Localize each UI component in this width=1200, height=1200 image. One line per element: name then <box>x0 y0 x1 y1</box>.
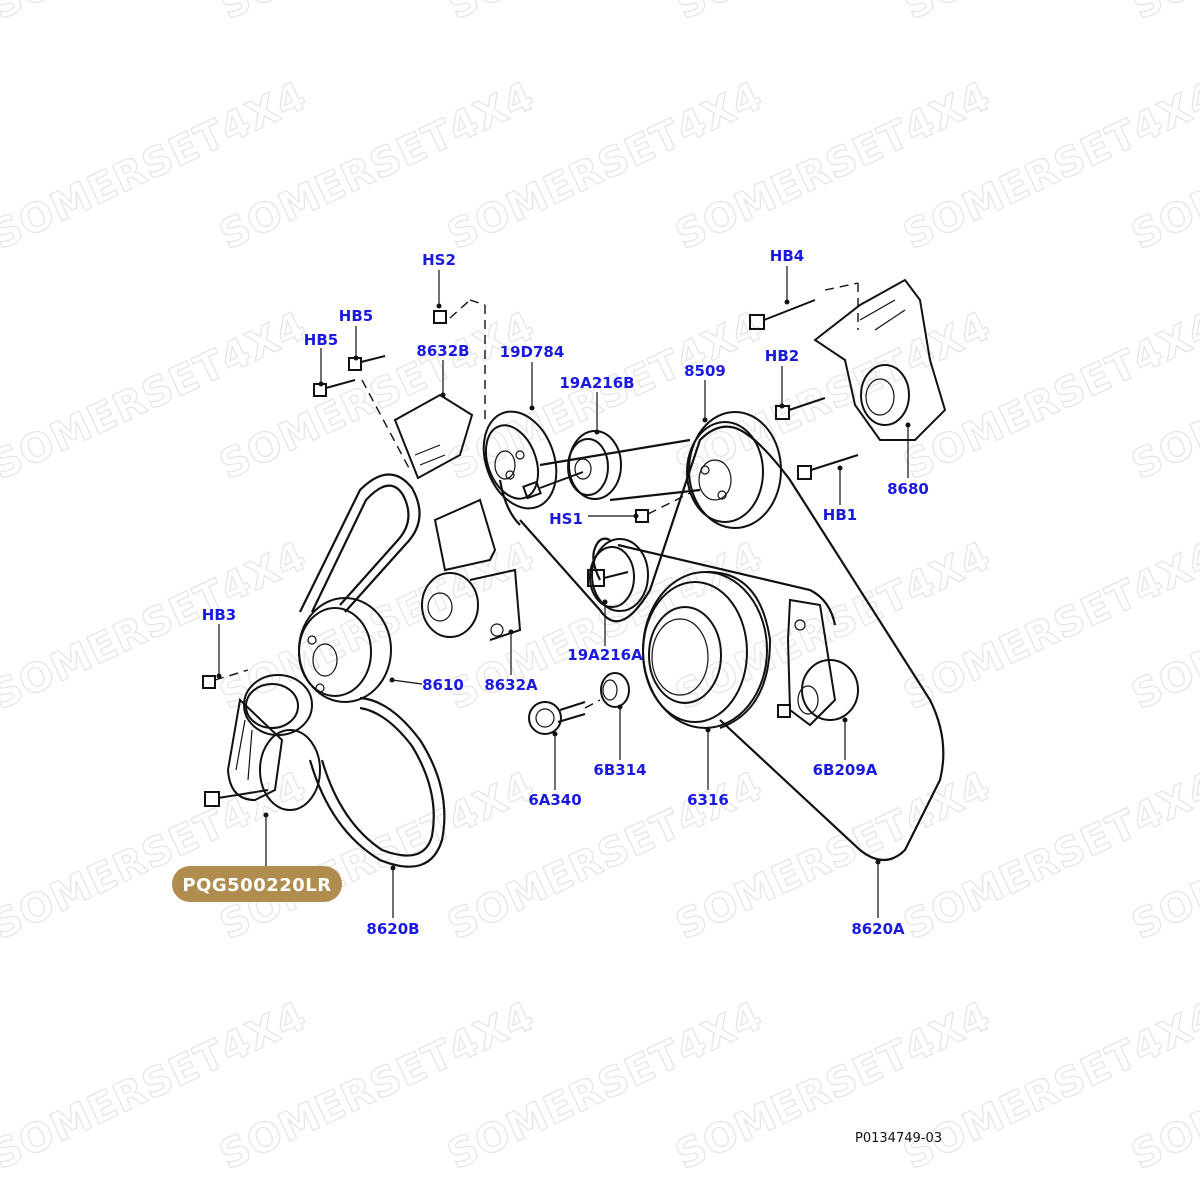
callout-19A216B[interactable]: 19A216B <box>559 374 634 392</box>
belt-8620A-top-run <box>539 438 691 467</box>
idler-19A216A <box>587 538 649 612</box>
callout-HS1[interactable]: HS1 <box>549 510 583 528</box>
callout-8620A[interactable]: 8620A <box>851 920 905 938</box>
callout-HB3[interactable]: HB3 <box>202 606 236 624</box>
callout-8610[interactable]: 8610 <box>422 676 464 694</box>
watermark-text: SOMERSET4X4 <box>1125 0 1200 29</box>
pulley-8610 <box>298 597 392 703</box>
leader-lines <box>216 266 911 918</box>
belt-8620B-inner <box>311 484 410 613</box>
crank-pulley-6316 <box>642 570 772 729</box>
bolt-HB1 <box>797 454 859 480</box>
bolt-HB4 <box>749 299 816 330</box>
belt-8620A <box>519 425 945 862</box>
callout-HB1[interactable]: HB1 <box>823 506 857 524</box>
callout-8509[interactable]: 8509 <box>684 362 726 380</box>
pulley-8509 <box>686 411 782 529</box>
callout-8620B[interactable]: 8620B <box>366 920 419 938</box>
callout-HB2[interactable]: HB2 <box>765 347 799 365</box>
component-6B209A <box>777 598 859 727</box>
callout-6A340[interactable]: 6A340 <box>528 791 581 809</box>
callout-HB5-lower[interactable]: HB5 <box>304 331 338 349</box>
tensioner-PQG500220LR <box>204 674 321 811</box>
badge-background <box>172 866 342 902</box>
part-number-badge[interactable]: PQG500220LR <box>172 866 342 902</box>
belt-8620A-loop <box>498 479 521 526</box>
belt-8620B-lower <box>308 696 446 868</box>
callout-labels: HS2 HB5 HB5 8632B 19D784 19A216B 8509 HB… <box>202 247 929 938</box>
bolt-6A340 <box>528 701 586 735</box>
callout-8632A[interactable]: 8632A <box>484 676 538 694</box>
callout-8632B[interactable]: 8632B <box>416 342 469 360</box>
bolt-HS2 <box>433 310 447 324</box>
spacer-6B314 <box>600 672 630 708</box>
figure-reference: P0134749-03 <box>855 1131 942 1146</box>
pump-8632A <box>421 498 522 641</box>
bracket-8632B <box>393 393 474 480</box>
belt-8620A-upper <box>617 543 837 626</box>
bolt-HB3 <box>202 675 216 689</box>
pulley-19D784 <box>482 410 558 510</box>
belt-8620A-top-run-2 <box>609 488 701 502</box>
belt-8620A-idler-wrap <box>592 537 611 581</box>
callout-19D784[interactable]: 19D784 <box>500 343 565 361</box>
callout-6316[interactable]: 6316 <box>687 791 729 809</box>
callout-HS2[interactable]: HS2 <box>422 251 456 269</box>
badge-part-number[interactable]: PQG500220LR <box>182 875 331 896</box>
callout-HB4[interactable]: HB4 <box>770 247 804 265</box>
bracket-8680 <box>813 278 947 441</box>
callout-HB5-upper[interactable]: HB5 <box>339 307 373 325</box>
belt-8620B-lower-inner <box>320 706 435 857</box>
callout-6B314[interactable]: 6B314 <box>593 761 646 779</box>
callout-8680[interactable]: 8680 <box>887 480 929 498</box>
belt-8620B <box>299 473 421 613</box>
callout-19A216A[interactable]: 19A216A <box>567 646 643 664</box>
callout-6B209A[interactable]: 6B209A <box>813 761 878 779</box>
idler-19A216B <box>522 430 622 500</box>
